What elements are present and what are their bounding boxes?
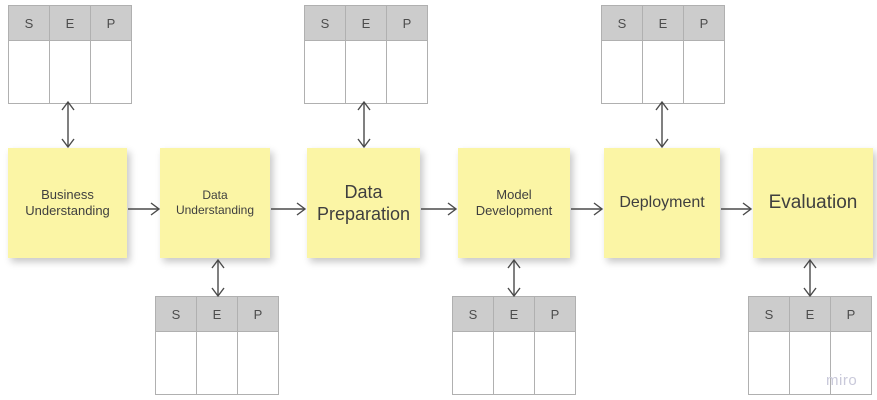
table-cell-p[interactable] [534,331,576,395]
table-cell-s[interactable] [304,40,346,104]
column-header-p: P [683,5,725,41]
column-header-s: S [452,296,494,332]
table-body-row [155,331,279,395]
column-header-p: P [534,296,576,332]
column-header-e: E [642,5,684,41]
table-body-row [748,331,872,395]
table-body-row [601,40,725,104]
sep-table-bottom-2[interactable]: S E P [452,296,576,395]
table-body-row [452,331,576,395]
sticky-note-model-development[interactable]: Model Development [458,148,570,258]
table-body-row [8,40,132,104]
table-cell-s[interactable] [601,40,643,104]
double-arrow-table-top-2-to-data-preparation [357,100,371,149]
arrow-preparation-to-model-development [421,202,458,216]
arrow-model-development-to-deployment [571,202,604,216]
table-cell-s[interactable] [155,331,197,395]
double-arrow-evaluation-to-table-bottom-3 [803,258,817,298]
table-cell-e[interactable] [49,40,91,104]
column-header-e: E [493,296,535,332]
column-header-s: S [601,5,643,41]
sticky-label-line2: Understanding [175,203,255,217]
table-cell-p[interactable] [90,40,132,104]
table-header-row: S E P [8,5,132,41]
column-header-s: S [8,5,50,41]
column-header-e: E [789,296,831,332]
table-header-row: S E P [601,5,725,41]
arrow-data-understanding-to-preparation [271,202,307,216]
column-header-e: E [196,296,238,332]
sticky-note-data-preparation[interactable]: Data Preparation [307,148,420,258]
table-body-row [304,40,428,104]
sticky-label-line1: Model [496,186,532,202]
sticky-note-evaluation[interactable]: Evaluation [753,148,873,258]
column-header-p: P [830,296,872,332]
sticky-label-line1: Business [41,186,94,202]
table-cell-p[interactable] [683,40,725,104]
table-header-row: S E P [304,5,428,41]
table-cell-p[interactable] [830,331,872,395]
column-header-p: P [386,5,428,41]
sticky-note-deployment[interactable]: Deployment [604,148,720,258]
table-cell-e[interactable] [196,331,238,395]
column-header-e: E [345,5,387,41]
sticky-label-line1: Deployment [619,194,705,211]
table-header-row: S E P [748,296,872,332]
sep-table-bottom-1[interactable]: S E P [155,296,279,395]
column-header-p: P [90,5,132,41]
table-cell-e[interactable] [345,40,387,104]
table-header-row: S E P [452,296,576,332]
sep-table-top-1[interactable]: S E P [8,5,132,104]
sticky-label-line1: Data [344,181,383,202]
sticky-label-line2: Development [475,203,553,218]
arrow-deployment-to-evaluation [721,202,753,216]
column-header-s: S [304,5,346,41]
double-arrow-model-development-to-table-bottom-2 [507,258,521,298]
double-arrow-table-top-3-to-deployment [655,100,669,149]
arrow-business-to-data-understanding [128,202,161,216]
sep-table-top-3[interactable]: S E P [601,5,725,104]
table-header-row: S E P [155,296,279,332]
column-header-s: S [748,296,790,332]
table-cell-p[interactable] [237,331,279,395]
table-cell-e[interactable] [789,331,831,395]
sticky-note-business-understanding[interactable]: Business Understanding [8,148,127,258]
table-cell-e[interactable] [493,331,535,395]
sticky-label-line2: Understanding [25,203,110,218]
column-header-e: E [49,5,91,41]
sticky-note-data-understanding[interactable]: Data Understanding [160,148,270,258]
miro-watermark: miro [826,372,858,389]
sticky-label-line1: Data [202,188,228,202]
sep-table-top-2[interactable]: S E P [304,5,428,104]
sep-table-bottom-3[interactable]: S E P [748,296,872,395]
double-arrow-table-top-1-to-business-understanding [61,100,75,149]
column-header-s: S [155,296,197,332]
table-cell-s[interactable] [8,40,50,104]
double-arrow-data-understanding-to-table-bottom-1 [211,258,225,298]
table-cell-s[interactable] [748,331,790,395]
sticky-label-line1: Evaluation [768,192,858,214]
table-cell-e[interactable] [642,40,684,104]
sticky-label-line2: Preparation [316,204,411,224]
column-header-p: P [237,296,279,332]
table-cell-p[interactable] [386,40,428,104]
table-cell-s[interactable] [452,331,494,395]
